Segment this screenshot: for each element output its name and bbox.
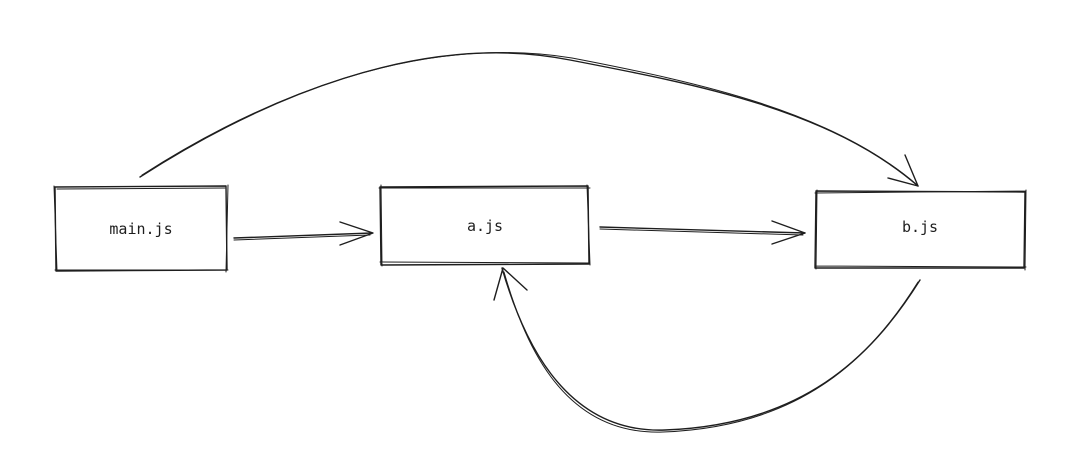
arrowhead-icon <box>493 267 528 301</box>
node-b-js[interactable]: b.js <box>814 189 1027 271</box>
edge-main-to-a <box>233 221 374 246</box>
edge-a-to-b <box>599 220 806 245</box>
node-main-js[interactable]: main.js <box>53 184 229 273</box>
edge-b-to-a <box>493 267 921 433</box>
node-a-js-label: a.js <box>467 217 503 235</box>
arrowhead-icon <box>771 220 806 245</box>
node-main-js-label: main.js <box>109 220 172 238</box>
node-a-js[interactable]: a.js <box>378 184 591 267</box>
edge-main-to-b <box>139 52 919 187</box>
arrowhead-icon <box>887 154 919 187</box>
arrowhead-icon <box>339 221 374 246</box>
node-b-js-label: b.js <box>902 218 938 236</box>
